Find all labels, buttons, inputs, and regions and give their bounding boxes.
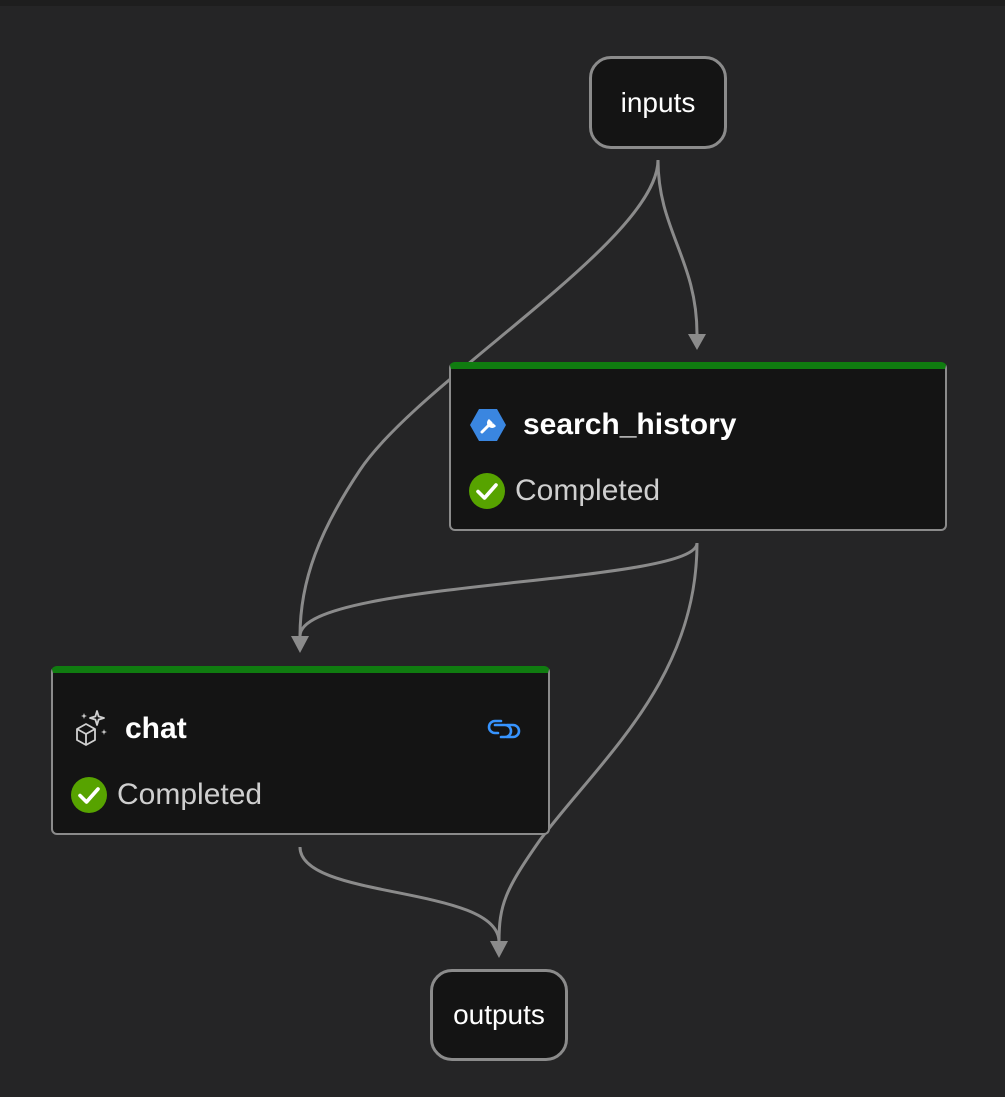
node-title: chat	[125, 712, 187, 745]
edge-search-history-to-chat	[298, 542, 699, 637]
node-status: Completed	[469, 473, 660, 509]
edge-inputs-to-search-history	[656, 159, 699, 335]
search-history-node[interactable]: search_history Completed	[449, 362, 947, 531]
node-status: Completed	[71, 777, 262, 813]
status-text: Completed	[515, 474, 661, 507]
arrowhead-search-history	[688, 334, 706, 350]
check-circle-icon	[469, 473, 505, 509]
node-header: search_history	[469, 405, 736, 445]
node-header: chat	[71, 709, 187, 749]
chat-node[interactable]: chat Completed	[51, 666, 550, 835]
inputs-node[interactable]: inputs	[589, 56, 727, 149]
node-title: search_history	[523, 408, 737, 441]
link-icon[interactable]	[486, 713, 522, 745]
outputs-node-label: outputs	[453, 999, 545, 1030]
llm-sparkle-cube-icon	[71, 709, 109, 749]
arrowhead-outputs	[490, 941, 508, 958]
top-strip	[0, 0, 1005, 6]
edge-chat-to-outputs	[298, 846, 501, 943]
inputs-node-label: inputs	[620, 86, 696, 118]
edge-inputs-to-chat	[298, 159, 660, 637]
status-text: Completed	[117, 778, 263, 811]
outputs-node[interactable]: outputs	[430, 969, 568, 1061]
edge-search-history-to-outputs	[497, 542, 699, 943]
tool-wrench-icon	[469, 408, 507, 442]
arrowhead-chat	[291, 636, 309, 653]
check-circle-icon	[71, 777, 107, 813]
